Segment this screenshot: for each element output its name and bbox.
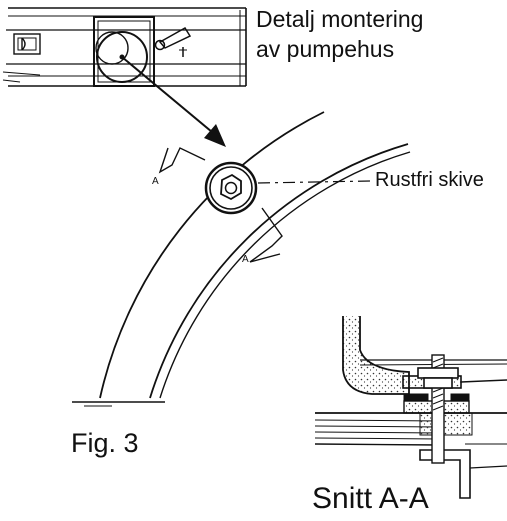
pump-housing-detail (2, 7, 247, 87)
washer-leader (257, 180, 371, 184)
section-marker-bottom-letter: A (242, 254, 249, 265)
figure-label: Fig. 3 (71, 428, 139, 458)
section-marker-top-letter: A (152, 176, 159, 187)
section-marker-bottom (249, 207, 283, 263)
washer-bolt (204, 161, 258, 215)
leader-arrow (121, 56, 226, 147)
housing-arc (72, 111, 411, 407)
pump-lever (154, 26, 192, 57)
detail-title-line1: Detalj montering (256, 6, 424, 32)
section-marker-top (158, 147, 206, 174)
section-label: Snitt A-A (312, 482, 429, 515)
detail-title-line2: av pumpehus (256, 36, 395, 62)
washer-label: Rustfri skive (375, 169, 484, 191)
pump-circle (95, 31, 148, 83)
section-view (314, 316, 507, 499)
